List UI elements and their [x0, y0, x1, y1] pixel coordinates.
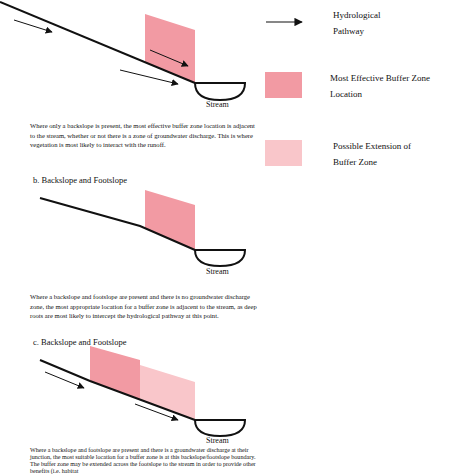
buffer-zone: [145, 190, 195, 250]
slope-line: [0, 2, 195, 83]
stream-channel: [195, 83, 245, 100]
legend-text: Possible Extension of Buffer Zone: [333, 139, 423, 171]
stream-label: Stream: [206, 437, 246, 446]
slope-line: [40, 360, 195, 420]
flow-arrow: [45, 372, 84, 388]
panel-caption: Where a backslope and footslope are pres…: [30, 292, 258, 321]
flow-arrow: [135, 404, 178, 420]
panel-caption: Where a backslope and footslope are pres…: [30, 447, 258, 474]
slope-line: [40, 198, 195, 250]
flow-arrow: [14, 20, 52, 32]
legend-text: Most Effective Buffer Zone Location: [330, 71, 430, 103]
buffer-zone: [90, 346, 140, 400]
panel-caption: Where only a backslope is present, the m…: [30, 121, 258, 150]
flow-arrow: [150, 50, 188, 66]
buffer-extension: [140, 365, 195, 420]
stream-channel: [195, 420, 245, 436]
panel-title: c. Backslope and Footslope: [33, 337, 193, 347]
stream-label: Stream: [206, 101, 246, 110]
legend-swatch: [265, 72, 302, 98]
legend-swatch: [265, 140, 302, 166]
panel-title: b. Backslope and Footslope: [33, 175, 193, 185]
flow-arrow: [120, 70, 178, 84]
stream-label: Stream: [206, 268, 246, 277]
legend-arrow: [266, 21, 302, 22]
legend-text: Hydrological Pathway: [333, 8, 403, 40]
stream-channel: [195, 250, 245, 266]
